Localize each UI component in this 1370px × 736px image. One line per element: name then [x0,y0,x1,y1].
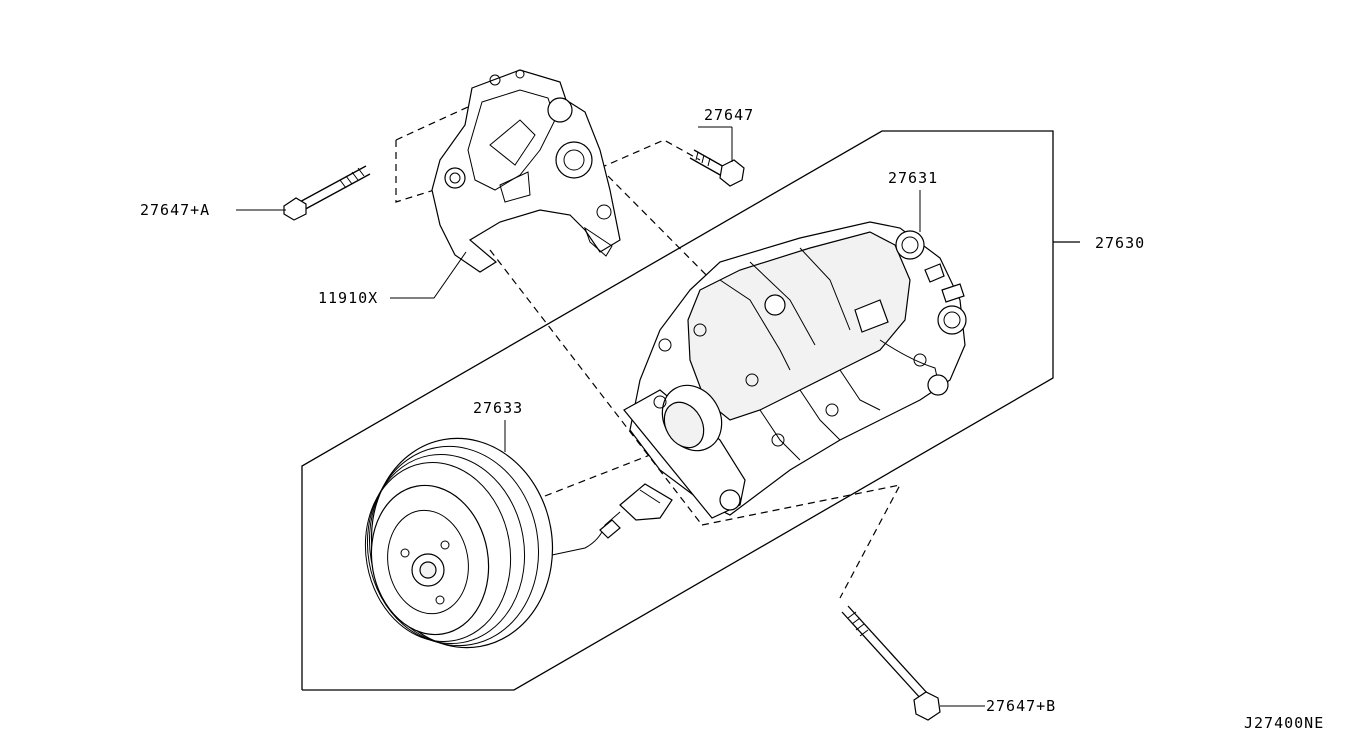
clutch-pulley [364,437,554,649]
callout-27647-a: 27647+A [140,201,210,219]
callout-27647: 27647 [704,106,754,124]
bolt-27647-a [283,165,371,221]
diagram-id: J27400NE [1244,714,1324,732]
compressor-body [623,221,967,519]
assembly-outline-27630 [301,130,1080,691]
bolt-27647 [689,149,745,187]
bolt-27647-b [841,605,941,721]
callout-27631: 27631 [888,169,938,187]
clutch-wire-connector [551,483,673,556]
callout-27630: 27630 [1095,234,1145,252]
callout-11910x: 11910X [318,289,378,307]
callout-27647-b: 27647+B [986,697,1056,715]
leader-lines [236,126,985,707]
mounting-bracket [431,69,621,273]
callout-27633: 27633 [473,399,523,417]
